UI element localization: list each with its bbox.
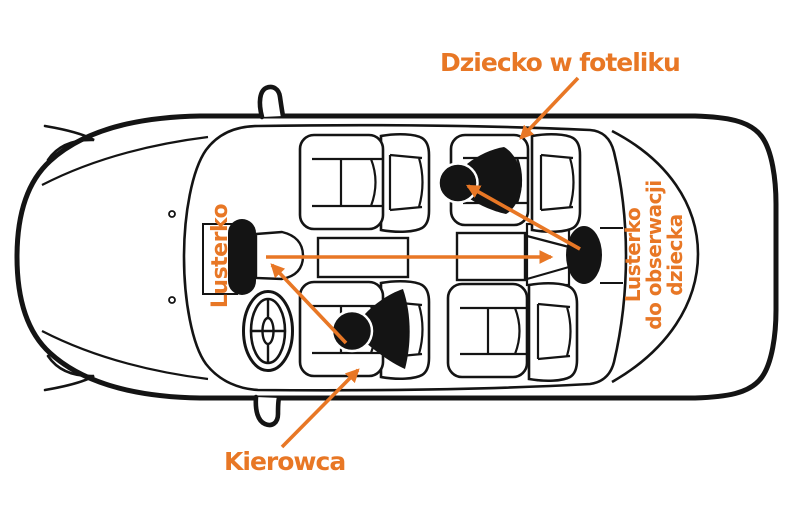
label-driver: Kierowca — [224, 447, 345, 476]
side-mirror-top — [257, 84, 286, 120]
child-observation-mirror — [566, 226, 602, 284]
arrow-driver-to-mirror — [270, 263, 348, 345]
label-child-in-seat: Dziecko w foteliku — [440, 48, 680, 77]
child-head — [437, 162, 479, 204]
rear-window-curve — [611, 129, 700, 384]
svg-text:do obserwacji: do obserwacji — [642, 180, 666, 329]
shelf-taper-lines — [526, 234, 570, 281]
arrow-child-mirror-to-child — [465, 184, 581, 251]
hood-dot-bottom — [168, 296, 176, 304]
child-figure — [437, 147, 522, 214]
svg-text:Lusterko: Lusterko — [621, 208, 645, 302]
seat-front-passenger — [298, 132, 431, 234]
svg-text:dziecka: dziecka — [663, 214, 687, 296]
steering-wheel — [242, 290, 294, 372]
arrow-label-to-driver — [280, 368, 360, 449]
arrow-label-to-child-seat — [519, 76, 580, 140]
driver-head — [330, 309, 374, 353]
hood-crease-bottom — [41, 330, 209, 381]
hood-crease-top — [41, 135, 209, 186]
seat-rear-right — [446, 281, 579, 383]
child-mirror-mount-lines — [600, 227, 623, 284]
rear-bench-middle — [525, 222, 571, 287]
headlight-left-bottom — [43, 354, 95, 392]
rearview-mirror — [228, 219, 256, 295]
label-rearview-mirror: Lusterko — [208, 204, 233, 309]
label-child-observation-mirror: Lusterko do obserwacji dziecka — [621, 180, 687, 329]
side-mirror-bottom — [253, 394, 282, 428]
hood-dot-top — [168, 210, 176, 218]
headlight-left-top — [43, 124, 95, 162]
